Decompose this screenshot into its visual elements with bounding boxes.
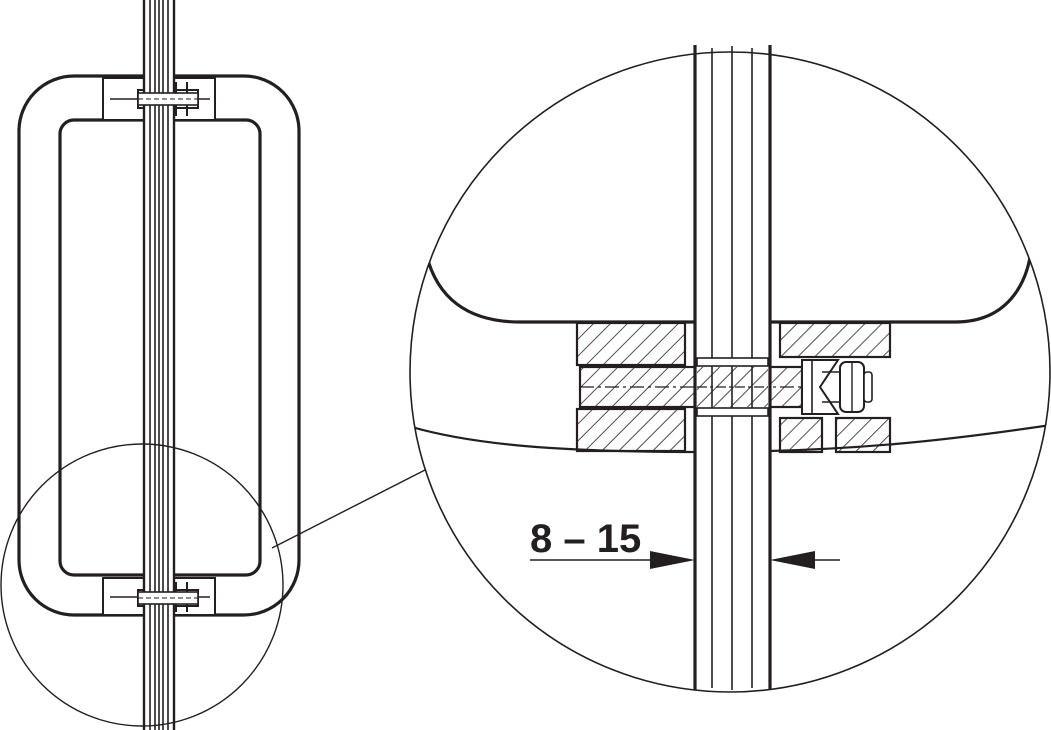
enlarged-detail bbox=[409, 45, 1051, 693]
handle-body-edge bbox=[423, 239, 1034, 324]
detail-leader-line bbox=[271, 469, 426, 549]
dimension-arrow-right-icon bbox=[770, 551, 815, 569]
left-bush-bottom bbox=[575, 407, 687, 453]
right-bush-bottom-b bbox=[834, 416, 892, 454]
detail-callout-circle bbox=[0, 443, 284, 727]
glass-panel-detail bbox=[693, 45, 772, 690]
right-bush-bottom-a bbox=[778, 416, 824, 454]
dimension-arrow-left-icon bbox=[650, 551, 695, 569]
glass-panel-overview bbox=[142, 0, 176, 730]
right-bush-top bbox=[778, 321, 892, 359]
thickness-dimension: 8 – 15 bbox=[530, 517, 840, 569]
handle-overview bbox=[0, 0, 426, 730]
left-bush-top bbox=[575, 321, 687, 367]
detail-circle-outline bbox=[409, 51, 1051, 693]
dimension-label: 8 – 15 bbox=[530, 517, 641, 561]
